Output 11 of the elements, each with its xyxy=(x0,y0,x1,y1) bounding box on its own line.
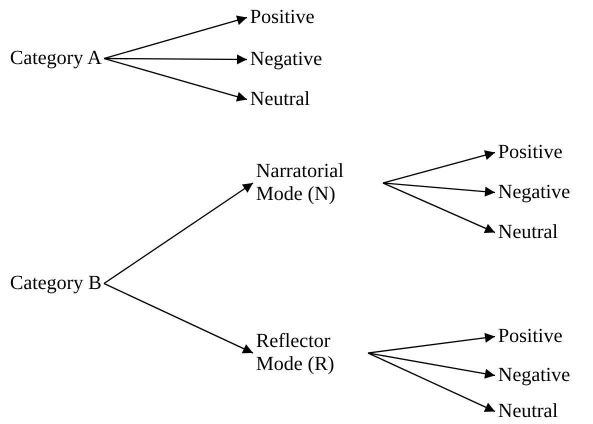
arrow xyxy=(104,182,254,284)
arrow xyxy=(368,352,496,379)
arrow xyxy=(368,332,496,354)
arrow xyxy=(382,182,496,234)
arrow xyxy=(382,182,496,197)
arrow xyxy=(104,58,248,102)
arrow xyxy=(104,282,254,354)
arrow xyxy=(368,352,496,412)
arrow xyxy=(104,54,247,64)
arrow xyxy=(104,15,248,60)
arrow xyxy=(382,150,496,184)
